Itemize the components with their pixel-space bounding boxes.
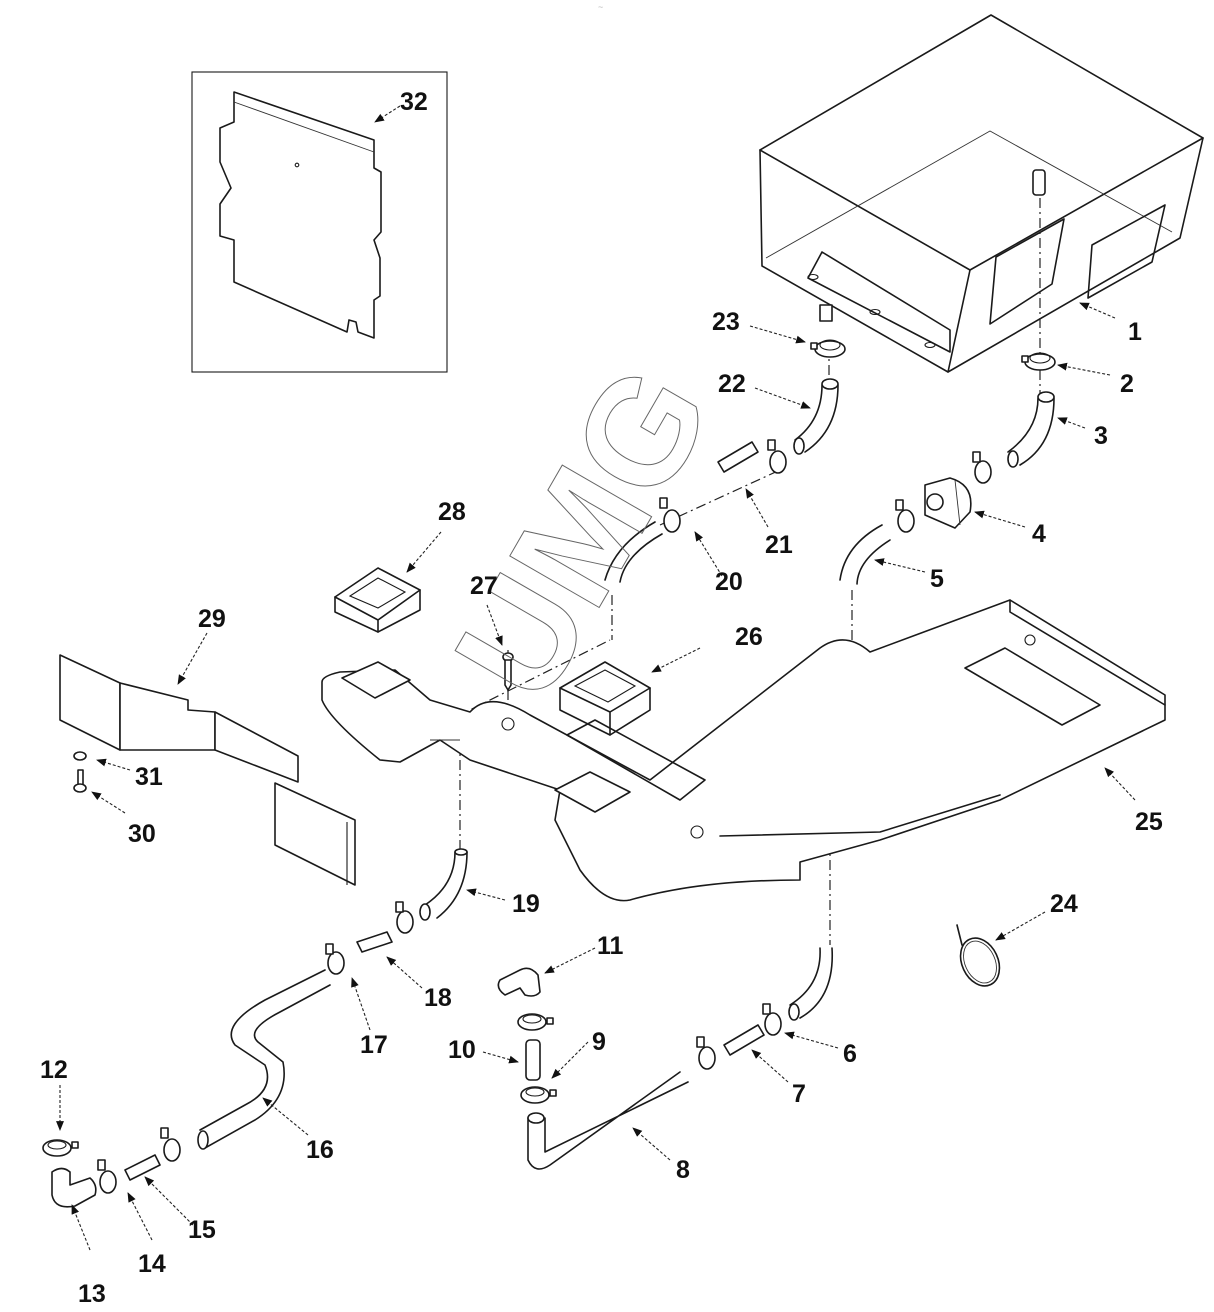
clamp-part-23 bbox=[810, 339, 846, 358]
callout-10: 10 bbox=[448, 1036, 476, 1064]
callout-labels: 1 2 3 4 5 6 7 8 9 10 11 12 13 14 15 16 1… bbox=[40, 88, 1163, 1308]
washer-part-31 bbox=[73, 751, 87, 761]
clamp-part-14 bbox=[97, 1159, 117, 1194]
clamp-part-16-side bbox=[160, 1127, 181, 1162]
callout-12: 12 bbox=[40, 1056, 68, 1084]
watermark: UMG bbox=[422, 338, 743, 726]
callout-20: 20 bbox=[715, 568, 743, 596]
hose-part-16 bbox=[199, 969, 331, 1149]
callout-5: 5 bbox=[930, 565, 944, 593]
cover-plate-part-32 bbox=[219, 91, 382, 339]
callout-25: 25 bbox=[1135, 808, 1163, 836]
callout-27: 27 bbox=[470, 572, 498, 600]
hose-part-8 bbox=[527, 1071, 689, 1170]
callout-16: 16 bbox=[306, 1136, 334, 1164]
clamp-part-2 bbox=[1021, 352, 1056, 371]
hose-part-6-elbow bbox=[789, 947, 834, 1019]
hose-part-5 bbox=[839, 524, 891, 585]
callout-18: 18 bbox=[424, 984, 452, 1012]
elbow-part-13 bbox=[51, 1167, 97, 1208]
hose-part-22 bbox=[794, 384, 839, 453]
connector-part-18 bbox=[356, 931, 393, 953]
centerline bbox=[659, 469, 781, 526]
spring-clamp-part-24 bbox=[956, 924, 1001, 987]
hose-part-3 bbox=[1007, 397, 1055, 466]
callout-13: 13 bbox=[78, 1280, 106, 1308]
callout-1: 1 bbox=[1128, 318, 1142, 346]
clamp-part-12 bbox=[42, 1139, 79, 1157]
callout-26: 26 bbox=[735, 623, 763, 651]
callout-29: 29 bbox=[198, 605, 226, 633]
clamp-mid-22 bbox=[767, 439, 787, 474]
connector-part-7 bbox=[723, 1024, 765, 1056]
callout-17: 17 bbox=[360, 1031, 388, 1059]
screw-part-30 bbox=[73, 769, 87, 793]
clamp-part-7-side bbox=[696, 1036, 716, 1070]
callout-7: 7 bbox=[792, 1080, 806, 1108]
callout-15: 15 bbox=[188, 1216, 216, 1244]
callout-19: 19 bbox=[512, 890, 540, 918]
callout-21: 21 bbox=[765, 531, 793, 559]
callout-4: 4 bbox=[1032, 520, 1046, 548]
connector-part-10 bbox=[525, 1039, 541, 1081]
clamp-part-18-side bbox=[395, 901, 414, 934]
connector-part-15 bbox=[124, 1154, 161, 1181]
callout-30: 30 bbox=[128, 820, 156, 848]
callout-23: 23 bbox=[712, 308, 740, 336]
callout-31: 31 bbox=[135, 763, 163, 791]
callout-11: 11 bbox=[597, 932, 624, 960]
callout-28: 28 bbox=[438, 498, 466, 526]
svg-text:UMG: UMG bbox=[422, 339, 742, 726]
clamp-part-17 bbox=[325, 943, 345, 975]
hose-upper-left bbox=[604, 521, 663, 583]
shield-part-29 bbox=[59, 654, 356, 886]
callout-6: 6 bbox=[843, 1040, 857, 1068]
clamp-part-6 bbox=[762, 1003, 782, 1036]
duct-assembly-part-25 bbox=[321, 599, 1166, 902]
callout-2: 2 bbox=[1120, 370, 1134, 398]
clamp-valve bbox=[895, 499, 915, 533]
callout-24: 24 bbox=[1050, 890, 1078, 918]
callout-9: 9 bbox=[592, 1028, 606, 1056]
seal-part-26 bbox=[559, 661, 651, 736]
valve-part-4 bbox=[924, 477, 972, 529]
callout-14: 14 bbox=[138, 1250, 166, 1278]
elbow-part-11 bbox=[497, 967, 541, 997]
hose-part-19 bbox=[424, 851, 468, 919]
clamp-part-10-top bbox=[517, 1013, 554, 1031]
clamp-part-20 bbox=[659, 497, 681, 533]
clamp-mid-3 bbox=[972, 451, 992, 484]
callout-3: 3 bbox=[1094, 422, 1108, 450]
callout-32: 32 bbox=[400, 88, 428, 116]
screw-part-27 bbox=[502, 652, 514, 691]
connector-part-21 bbox=[717, 441, 759, 473]
centerline bbox=[399, 639, 611, 746]
callout-8: 8 bbox=[676, 1156, 690, 1184]
clamp-part-9 bbox=[520, 1086, 557, 1104]
header-mark: ~ bbox=[598, 2, 603, 12]
inset-frame-part-32 bbox=[191, 71, 448, 373]
leader-lines bbox=[56, 105, 1136, 1251]
housing-box-part-1 bbox=[759, 14, 1204, 373]
callout-22: 22 bbox=[718, 370, 746, 398]
seal-part-28 bbox=[334, 567, 421, 633]
